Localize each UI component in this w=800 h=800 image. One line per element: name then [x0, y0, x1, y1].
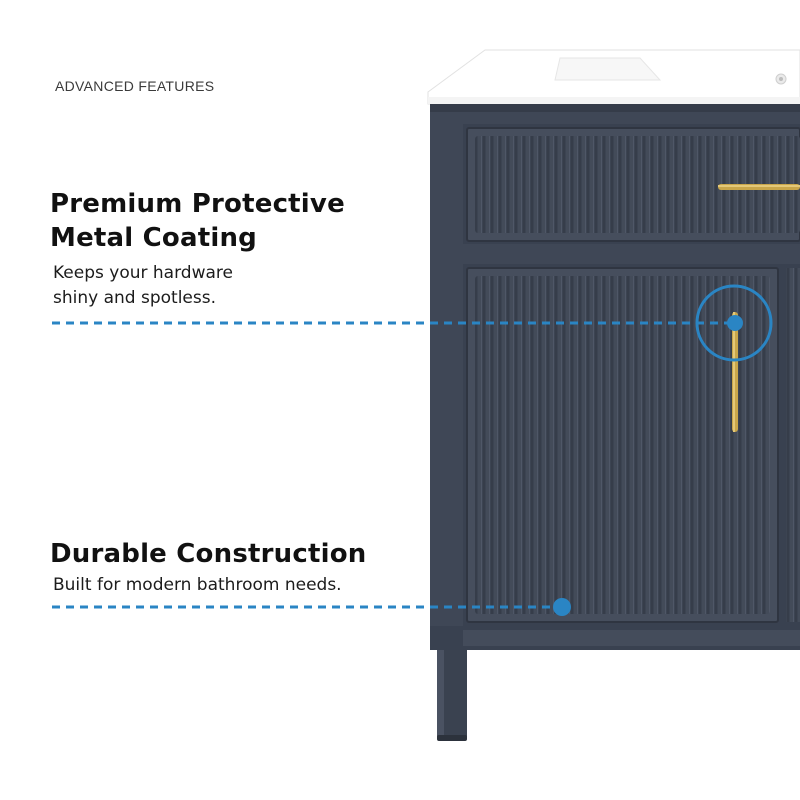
feature-description-construction: Built for modern bathroom needs. [53, 575, 342, 595]
callout-dot [727, 315, 743, 331]
callout-metal-coating [52, 284, 773, 362]
feature-title-construction: Durable Construction [50, 539, 367, 569]
section-label: ADVANCED FEATURES [55, 78, 215, 94]
focus-ring [695, 284, 773, 362]
door-flutes [475, 276, 770, 614]
callout-dot [553, 598, 571, 616]
feature-description-metal-coating: Keeps your hardware shiny and spotless. [53, 263, 233, 308]
feature-title-metal-coating: Premium Protective Metal Coating [50, 189, 345, 253]
vanity-cabinet [427, 49, 800, 741]
basin-rim [554, 57, 662, 81]
drawer-flutes [475, 136, 800, 233]
callout-construction [52, 598, 571, 616]
countertop-edge [428, 97, 800, 104]
